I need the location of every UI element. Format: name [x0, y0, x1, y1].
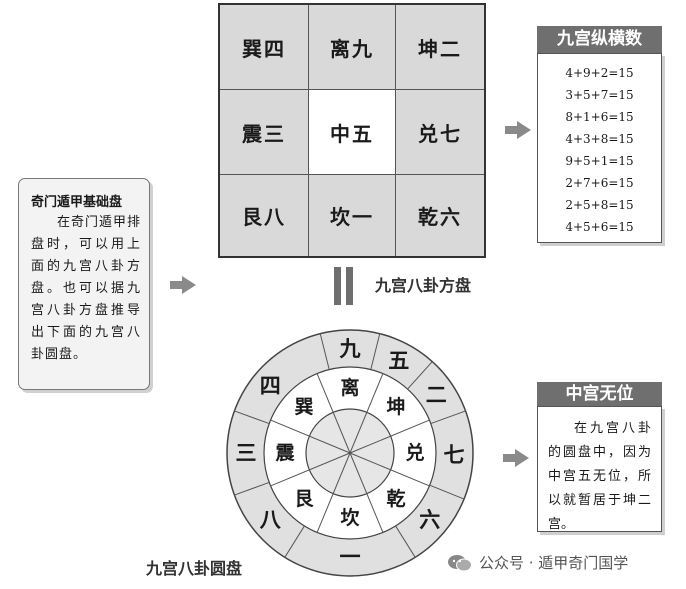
watermark-text: 公众号 · 遁甲奇门国学 [479, 554, 629, 572]
palace-number: 一 [340, 545, 361, 569]
arrow-right-icon [503, 449, 529, 467]
outer-divider [407, 361, 433, 390]
square-cell-zhen: 震三 [220, 90, 309, 175]
square-board-caption: 九宫八卦方盘 [375, 276, 472, 295]
equation: 9+5+1=15 [565, 154, 634, 168]
equation: 2+7+6=15 [565, 176, 634, 190]
trigram-label: 乾 [386, 487, 405, 510]
square-cell-gen: 艮八 [220, 175, 309, 256]
magic-square-title: 九宫纵横数 [537, 26, 662, 53]
nine-palace-square-board: 巽四 离九 坤二 震三 中五 兑七 艮八 坎一 乾六 [218, 3, 486, 258]
equations-list: 4+9+2=15 3+5+7=15 8+1+6=15 4+3+8=15 9+5+… [537, 53, 662, 243]
trigram-label: 巽 [294, 396, 313, 418]
outer-divider [430, 410, 466, 425]
square-cell-kan: 坎一 [309, 175, 396, 256]
center-palace-body: 在九宫八卦的圆盘中，因为中宫五无位，所以就暂居于坤二宫。 [537, 406, 662, 532]
equation: 3+5+7=15 [565, 88, 634, 102]
outer-divider [395, 525, 416, 558]
palace-number: 九 [339, 337, 361, 361]
arrow-right-icon [505, 121, 531, 139]
palace-number: 六 [419, 508, 440, 532]
palace-number: 四 [260, 374, 281, 398]
watermark: 公众号 · 遁甲奇门国学 [447, 552, 628, 573]
outer-divider [234, 481, 270, 496]
square-cell-li: 离九 [309, 5, 396, 90]
equation: 4+3+8=15 [565, 132, 634, 146]
outer-divider [429, 484, 465, 500]
inner-spoke [349, 373, 384, 454]
trigram-label: 艮 [294, 488, 314, 510]
square-cell-qian: 乾六 [396, 175, 484, 256]
equation: 8+1+6=15 [565, 110, 634, 124]
note-title: 奇门遁甲基础盘 [31, 195, 123, 210]
outer-divider [319, 333, 330, 370]
equals-bars-icon [334, 267, 354, 305]
equation: 4+9+2=15 [565, 66, 634, 80]
arrow-right-icon [170, 276, 196, 294]
inner-spoke [270, 452, 351, 487]
note-body: 在奇门遁甲排盘时，可以用上面的九宫八卦方盘。也可以据九宫八卦方盘推导出下面的九宫… [31, 215, 142, 362]
inner-spoke [349, 419, 430, 454]
outer-divider [284, 525, 305, 558]
center-palace-panel: 中宫无位 在九宫八卦的圆盘中，因为中宫五无位，所以就暂居于坤二宫。 [537, 382, 662, 532]
outer-divider [234, 410, 270, 425]
inner-spoke [349, 452, 430, 487]
basic-board-note: 奇门遁甲基础盘 在奇门遁甲排盘时，可以用上面的九宫八卦方盘。也可以据九宫八卦方盘… [18, 178, 150, 390]
inner-spoke [270, 419, 351, 454]
palace-number: 三 [236, 441, 257, 465]
palace-number: 二 [426, 383, 447, 407]
palace-number: 五 [388, 349, 409, 373]
square-cell-xun: 巽四 [220, 5, 309, 90]
trigram-label: 坎 [340, 506, 359, 529]
trigram-label: 震 [275, 442, 295, 464]
outer-divider [370, 333, 381, 370]
magic-square-panel: 九宫纵横数 4+9+2=15 3+5+7=15 8+1+6=15 4+3+8=1… [537, 26, 662, 243]
square-cell-center: 中五 [309, 90, 396, 175]
wechat-icon [448, 554, 472, 571]
square-cell-dui: 兑七 [396, 90, 484, 175]
equation: 2+5+8=15 [565, 198, 634, 212]
inner-spoke [316, 452, 351, 533]
inner-spoke [316, 373, 351, 454]
trigram-label: 兑 [405, 441, 424, 464]
inner-spoke [349, 452, 384, 533]
circle-board-caption: 九宫八卦圆盘 [146, 559, 243, 578]
palace-number: 八 [260, 508, 282, 532]
square-cell-kun: 坤二 [396, 5, 484, 90]
palace-number: 七 [444, 443, 465, 467]
equation: 4+5+6=15 [565, 220, 634, 234]
trigram-label: 坤 [386, 395, 405, 418]
center-palace-title: 中宫无位 [537, 382, 662, 406]
trigram-label: 离 [340, 376, 359, 399]
